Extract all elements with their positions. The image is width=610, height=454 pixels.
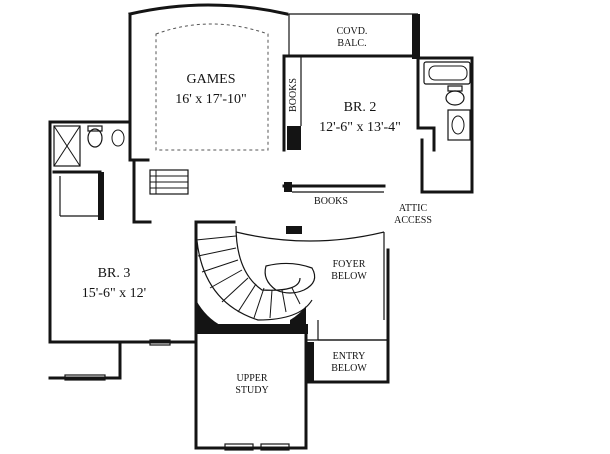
covered-balcony [289, 13, 420, 59]
books-horizontal-closet [284, 182, 384, 193]
foyer-below-line1: FOYER [333, 259, 366, 270]
foyer-below-line2: BELOW [331, 271, 367, 282]
books-horizontal-label: BOOKS [314, 196, 348, 207]
upper-study-line1: UPPER [236, 373, 267, 384]
br2-dims: 12'-6" x 13'-4" [319, 120, 401, 135]
bedroom-3 [48, 120, 198, 381]
books-vertical-label: BOOKS [288, 78, 299, 112]
stair-landing [132, 158, 189, 224]
br2-name: BR. 2 [344, 100, 377, 115]
foyer-below [317, 232, 390, 342]
spiral-staircase [194, 220, 385, 326]
covd-balc-line2: BALC. [337, 38, 366, 49]
bedroom-2 [282, 54, 436, 192]
entry-below-line2: BELOW [331, 363, 367, 374]
games-room-name: GAMES [186, 72, 235, 87]
attic-access-line1: ATTIC [399, 203, 428, 214]
br3-dims: 15'-6" x 12' [82, 286, 146, 301]
bath-2 [416, 56, 474, 194]
br3-name: BR. 3 [98, 266, 131, 281]
books-vertical-closet [282, 54, 420, 152]
covd-balc-line1: COVD. [337, 26, 368, 37]
entry-below [304, 338, 390, 384]
entry-below-line1: ENTRY [333, 351, 366, 362]
attic-access-line2: ACCESS [394, 215, 432, 226]
bath-3 [48, 120, 132, 220]
games-room-dims: 16' x 17'-10" [175, 92, 246, 107]
upper-study-line2: STUDY [235, 385, 268, 396]
